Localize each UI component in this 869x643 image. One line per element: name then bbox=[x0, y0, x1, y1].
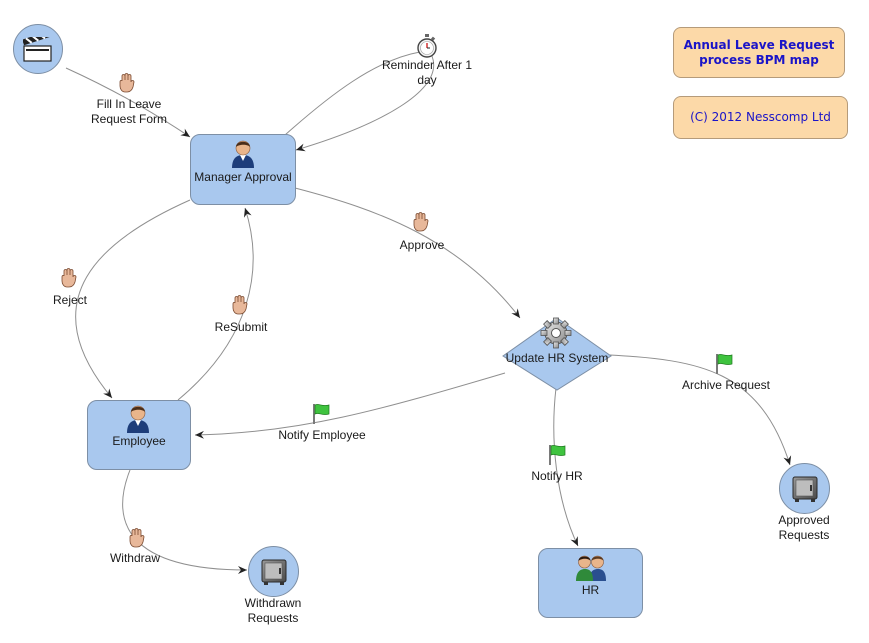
user-icon bbox=[127, 405, 149, 433]
edge-reminder-out bbox=[284, 51, 421, 136]
safe-icon bbox=[792, 476, 818, 502]
flag-icon bbox=[549, 445, 566, 465]
update-hr-system-node bbox=[502, 317, 612, 391]
edge-reminder-in bbox=[295, 55, 435, 152]
hand-icon bbox=[232, 295, 248, 315]
copyright-text: (C) 2012 Nesscomp Ltd bbox=[690, 110, 831, 124]
gear-icon bbox=[540, 317, 572, 349]
copyright-note: (C) 2012 Nesscomp Ltd bbox=[673, 96, 848, 139]
hr-label: HR bbox=[581, 583, 600, 597]
start-node bbox=[13, 24, 63, 74]
edge-archive bbox=[609, 354, 792, 466]
employee-label: Employee bbox=[112, 434, 166, 448]
manager-approval-label: Manager Approval bbox=[194, 170, 292, 184]
users-icon bbox=[576, 555, 606, 581]
hand-icon bbox=[61, 268, 77, 288]
title-note-text: Annual Leave Request process BPM map bbox=[683, 38, 835, 67]
clapperboard-icon bbox=[23, 37, 52, 62]
edge-label-resubmit: ReSubmit bbox=[214, 320, 268, 334]
withdrawn-requests-label: Withdrawn Requests bbox=[230, 596, 316, 626]
edge-reject bbox=[75, 199, 191, 399]
withdrawn-requests-node bbox=[248, 546, 299, 597]
edge-approve bbox=[294, 187, 521, 319]
edge-fill-in bbox=[65, 67, 191, 138]
edge-label-notify-hr: Notify HR bbox=[531, 469, 583, 483]
approved-requests-node bbox=[779, 463, 830, 514]
edge-label-notify-employee: Notify Employee bbox=[278, 428, 366, 442]
hand-icon bbox=[413, 212, 429, 232]
flag-icon bbox=[313, 404, 330, 424]
edge-label-reject: Reject bbox=[52, 293, 87, 307]
approved-requests-text: Approved Requests bbox=[778, 513, 830, 542]
withdrawn-requests-text: Withdrawn Requests bbox=[244, 596, 302, 625]
stopwatch-icon bbox=[417, 34, 437, 58]
flag-icon bbox=[716, 354, 733, 374]
safe-icon bbox=[261, 559, 287, 585]
edge-label-fill-in: Fill In Leave Request Form bbox=[90, 97, 168, 126]
update-hr-system-label: Update HR System bbox=[505, 351, 609, 365]
edge-label-withdraw: Withdraw bbox=[109, 551, 160, 565]
edge-label-approve: Approve bbox=[399, 238, 445, 252]
user-icon bbox=[232, 140, 254, 168]
manager-approval-node: Manager Approval bbox=[190, 134, 296, 205]
edge-notify-hr bbox=[553, 387, 579, 547]
hand-icon bbox=[119, 73, 135, 93]
employee-node: Employee bbox=[87, 400, 191, 470]
edge-notify-employee bbox=[194, 372, 506, 439]
edge-label-reminder: Reminder After 1 day bbox=[381, 58, 473, 87]
edge-label-archive-request: Archive Request bbox=[681, 378, 771, 392]
hr-node: HR bbox=[538, 548, 643, 618]
hand-icon bbox=[129, 528, 145, 548]
title-note: Annual Leave Request process BPM map bbox=[673, 27, 845, 78]
approved-requests-label: Approved Requests bbox=[760, 513, 848, 543]
